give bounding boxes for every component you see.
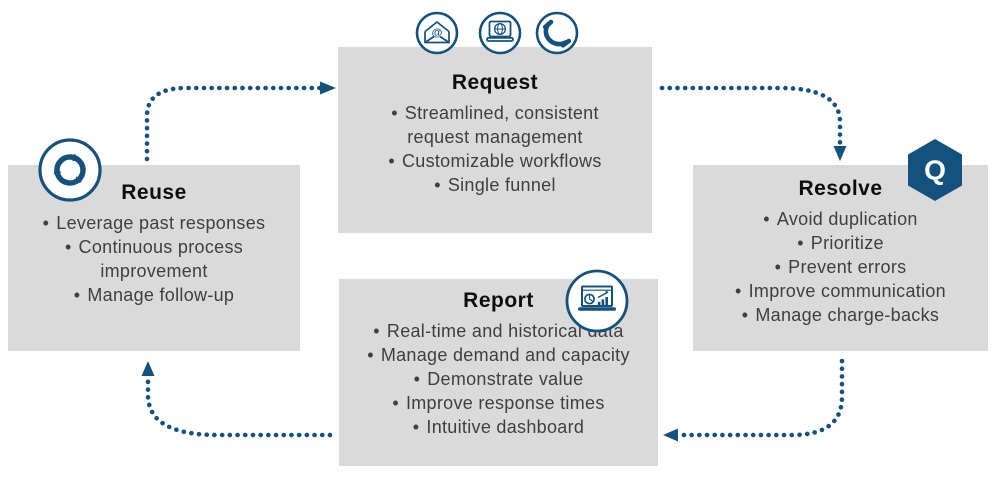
bullet-marker: • [392, 393, 399, 413]
bullet-item: • Avoid duplication [705, 207, 976, 231]
bullet-text: Manage follow-up [87, 285, 235, 305]
bullet-item: • Customizable workflows [368, 149, 622, 173]
bullet-marker: • [388, 151, 395, 171]
bullet-text: Prevent errors [788, 257, 907, 277]
arrow-request-to-resolve [659, 85, 847, 161]
bullet-text: Customizable workflows [401, 151, 602, 171]
bullet-text: Manage demand and capacity [380, 345, 630, 365]
bullet-item: • Leverage past responses [34, 211, 274, 235]
bullet-marker: • [741, 305, 749, 325]
node-request: Request • Streamlined, consistent request… [338, 47, 652, 233]
bullet-text: Manage charge-backs [755, 305, 940, 325]
badge-letter: Q [924, 155, 946, 186]
bullet-item: • Real-time and historical data [351, 319, 646, 343]
bullet-item: • Manage charge-backs [705, 303, 976, 327]
bullet-item: • Continuous process improvement [34, 235, 274, 283]
bullet-marker: • [763, 209, 770, 229]
bullet-item: • Demonstrate value [351, 367, 646, 391]
bullet-marker: • [774, 257, 782, 277]
bullet-text: Avoid duplication [776, 209, 918, 229]
bullet-text: Leverage past responses [56, 213, 266, 233]
arrow-resolve-to-report [663, 358, 845, 442]
bullet-text: Intuitive dashboard [426, 417, 585, 437]
bullet-item: • Improve communication [705, 279, 976, 303]
resolve-bullet-list: • Avoid duplication • Prioritize • Prevent … [705, 207, 976, 327]
bullet-text: Improve communication [748, 281, 946, 301]
arrow-report-to-reuse [141, 361, 333, 438]
reuse-bullet-list: • Leverage past responses • Continuous pro… [34, 211, 274, 307]
bullet-marker: • [412, 417, 420, 437]
bullet-marker: • [64, 237, 72, 257]
arrow-reuse-to-request [144, 81, 336, 162]
svg-text:@: @ [432, 27, 443, 39]
web-browser-icon [478, 11, 522, 55]
bullet-text: Demonstrate value [427, 369, 584, 389]
node-title-request: Request [451, 71, 539, 94]
bullet-item: • Improve response times [351, 391, 646, 415]
q-hexagon-badge: Q [903, 136, 967, 204]
bullet-marker: • [735, 281, 742, 301]
bullet-item: • Manage follow-up [34, 283, 274, 307]
bullet-item: • Prevent errors [705, 255, 976, 279]
bullet-marker: • [42, 213, 50, 233]
phone-icon [535, 11, 579, 55]
bullet-text: Continuous process improvement [78, 237, 244, 281]
node-title-resolve: Resolve [798, 177, 883, 200]
bullet-marker: • [367, 345, 374, 365]
request-bullet-list: • Streamlined, consistent request managem… [368, 101, 622, 197]
bullet-marker: • [391, 103, 398, 123]
bullet-marker: • [434, 175, 441, 195]
node-title-report: Report [463, 289, 534, 312]
node-reuse: Reuse • Leverage past responses • Continuo… [8, 165, 300, 351]
bullet-item: • Streamlined, consistent request managem… [368, 101, 622, 149]
bullet-marker: • [797, 233, 804, 253]
bullet-marker: • [373, 321, 380, 341]
dashboard-chart-icon [565, 269, 629, 333]
bullet-item: • Prioritize [705, 231, 976, 255]
bullet-item: • Single funnel [368, 173, 622, 197]
bullet-text: Real-time and historical data [386, 321, 624, 341]
bullet-item: • Intuitive dashboard [351, 415, 646, 439]
bullet-marker: • [73, 285, 81, 305]
bullet-text: Prioritize [810, 233, 884, 253]
bullet-item: • Manage demand and capacity [351, 343, 646, 367]
node-title-reuse: Reuse [121, 181, 187, 204]
bullet-text: Single funnel [447, 175, 556, 195]
bullet-marker: • [413, 369, 421, 389]
recycle-icon [37, 137, 103, 203]
email-icon: @ [415, 11, 459, 55]
bullet-text: Improve response times [405, 393, 605, 413]
report-bullet-list: •Real-time and historical data •Manage d… [351, 319, 646, 439]
bullet-text: Streamlined, consistent request manageme… [404, 103, 599, 147]
